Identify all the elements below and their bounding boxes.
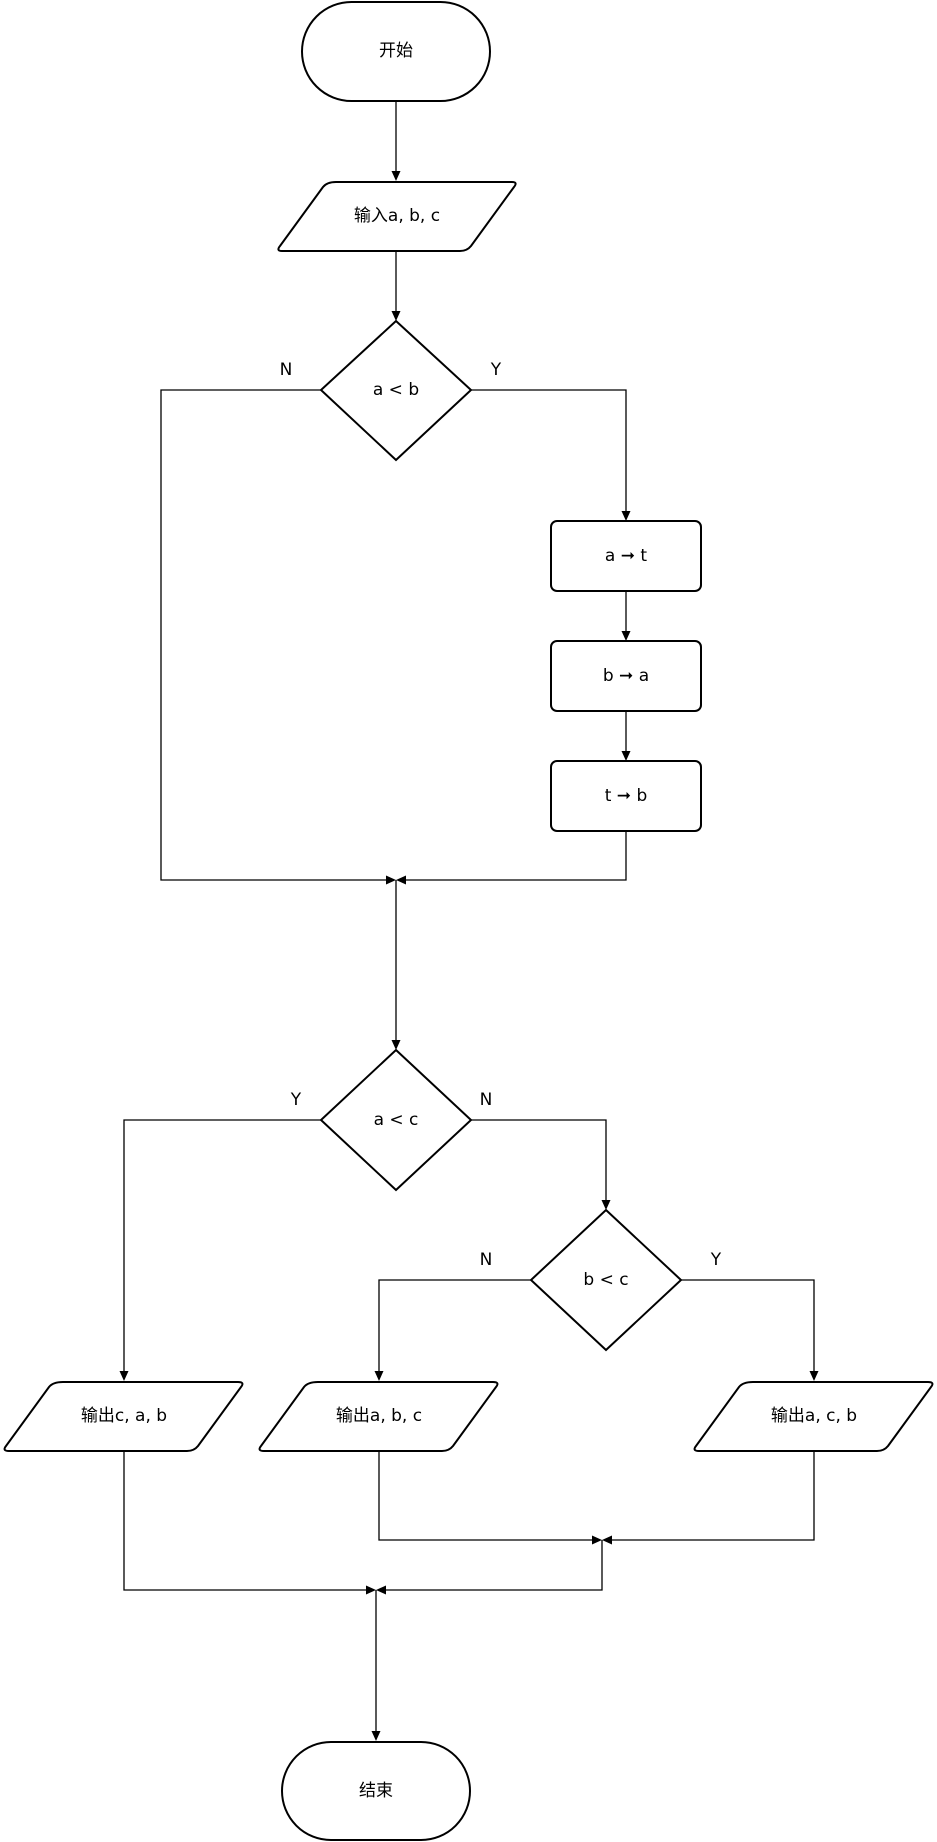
node-cond-a-lt-b-label: a < b [373, 380, 419, 400]
arrowhead [592, 1535, 602, 1545]
node-cond-a-lt-b: a < b [319, 319, 473, 462]
node-assign-t-b: t ➞ b [550, 760, 702, 832]
node-output-abc: 输出a, b, c [258, 1381, 499, 1452]
branch-label-b-lt-c-no: N [480, 1250, 493, 1270]
arrowhead [366, 1585, 376, 1595]
edge-a-lt-b-yes [471, 389, 627, 518]
node-assign-b-a: b ➞ a [550, 640, 702, 712]
edge-t-b-to-merge [399, 832, 627, 881]
edge-merge-to-final-merge [379, 1540, 603, 1591]
arrowhead [376, 1585, 386, 1595]
node-cond-b-lt-c: b < c [529, 1208, 683, 1352]
arrowhead [371, 1731, 381, 1741]
node-end: 结束 [281, 1741, 471, 1841]
arrowhead [621, 631, 631, 641]
branch-label-a-lt-c-no: N [480, 1090, 493, 1110]
edge-output-acb-to-merge [605, 1452, 815, 1541]
node-start-label: 开始 [379, 41, 413, 61]
branch-label-a-lt-b-yes: Y [490, 360, 502, 380]
edge-a-lt-b-no [160, 389, 393, 881]
arrowhead [621, 511, 631, 521]
arrowhead [601, 1200, 611, 1210]
branch-labels: N Y Y N N Y [280, 360, 722, 1270]
branch-label-a-lt-c-yes: Y [290, 1090, 302, 1110]
edge-a-lt-c-no [471, 1119, 607, 1207]
arrowhead [391, 1040, 401, 1050]
node-input-abc-label: 输入a, b, c [354, 206, 440, 226]
edge-b-lt-c-yes [681, 1279, 815, 1378]
edge-output-cab-to-merge [123, 1452, 373, 1591]
node-start: 开始 [301, 1, 491, 102]
edge-b-lt-c-no [378, 1279, 531, 1378]
node-assign-b-a-label: b ➞ a [603, 666, 649, 686]
edge-a-lt-c-yes [123, 1119, 321, 1378]
branch-label-a-lt-b-no: N [280, 360, 293, 380]
node-input-abc: 输入a, b, c [277, 181, 517, 252]
node-cond-a-lt-c-label: a < c [374, 1110, 419, 1130]
arrowhead [119, 1371, 129, 1381]
edge-output-abc-to-merge [378, 1452, 599, 1541]
node-output-acb: 输出a, c, b [693, 1381, 934, 1452]
node-output-cab: 输出c, a, b [3, 1381, 244, 1452]
node-output-cab-label: 输出c, a, b [81, 1406, 167, 1426]
arrowhead [602, 1535, 612, 1545]
node-assign-t-b-label: t ➞ b [605, 786, 648, 806]
arrowhead [386, 875, 396, 885]
node-output-abc-label: 输出a, b, c [336, 1406, 422, 1426]
arrowhead [621, 751, 631, 761]
arrowhead [391, 311, 401, 321]
node-output-acb-label: 输出a, c, b [771, 1406, 857, 1426]
branch-label-b-lt-c-yes: Y [710, 1250, 722, 1270]
node-cond-b-lt-c-label: b < c [583, 1270, 628, 1290]
edges [119, 102, 819, 1741]
node-assign-a-t-label: a ➞ t [605, 546, 647, 566]
node-assign-a-t: a ➞ t [550, 520, 702, 592]
arrowhead [809, 1371, 819, 1381]
arrowhead [396, 875, 406, 885]
arrowhead [374, 1371, 384, 1381]
arrowhead [391, 171, 401, 181]
node-end-label: 结束 [359, 1781, 393, 1801]
node-cond-a-lt-c: a < c [319, 1048, 473, 1192]
